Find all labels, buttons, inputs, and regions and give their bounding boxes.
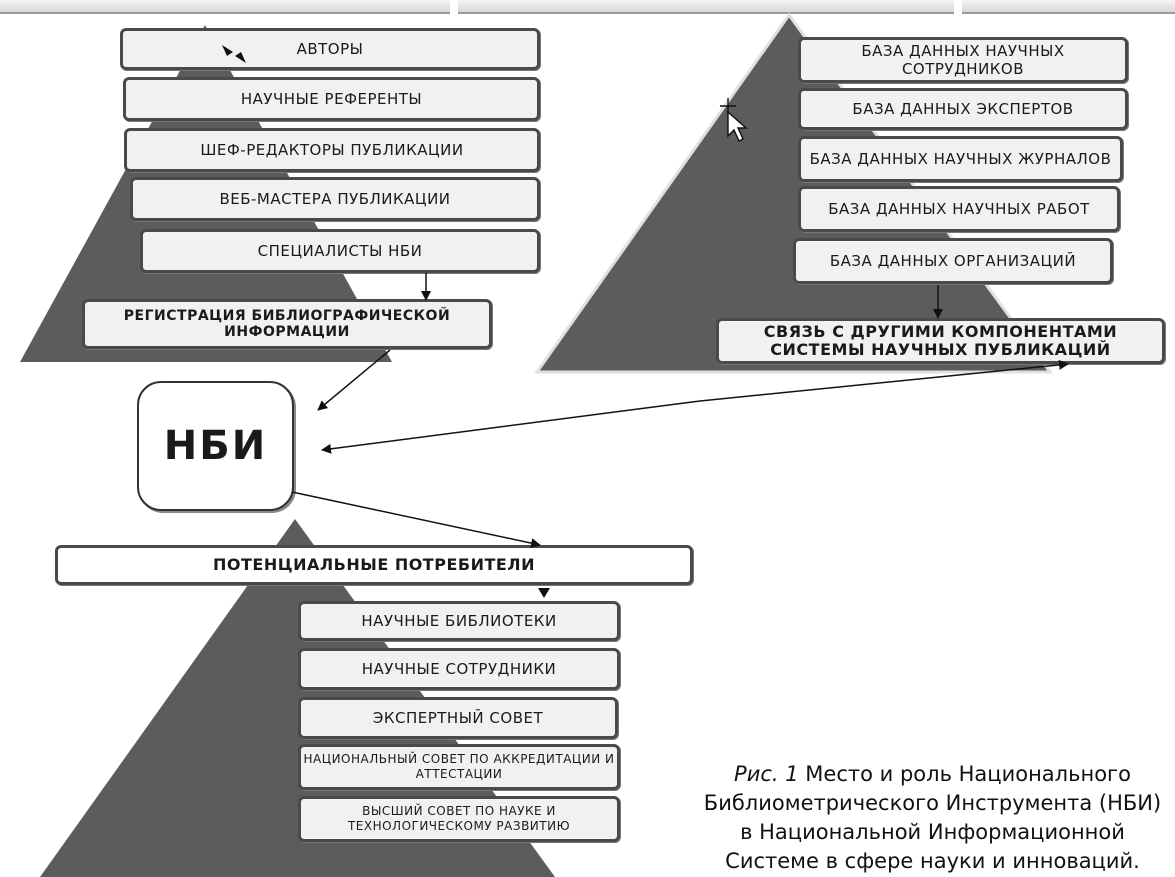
mouse-pointer-icon	[720, 98, 748, 142]
box-scientific-libraries: НАУЧНЫЕ БИБЛИОТЕКИ	[298, 601, 620, 641]
box-scientific-libraries-label: НАУЧНЫЕ БИБЛИОТЕКИ	[361, 612, 557, 630]
box-db-journals: БАЗА ДАННЫХ НАУЧНЫХ ЖУРНАЛОВ	[798, 136, 1123, 182]
box-scientific-referees: НАУЧНЫЕ РЕФЕРЕНТЫ	[123, 77, 540, 121]
box-scientific-staff: НАУЧНЫЕ СОТРУДНИКИ	[298, 648, 620, 690]
box-link-other-components: СВЯЗЬ С ДРУГИМИ КОМПОНЕНТАМИ СИСТЕМЫ НАУ…	[716, 318, 1165, 364]
box-bibliographic-registration-label: РЕГИСТРАЦИЯ БИБЛИОГРАФИЧЕСКОЙ ИНФОРМАЦИИ	[123, 308, 451, 340]
box-bibliographic-registration: РЕГИСТРАЦИЯ БИБЛИОГРАФИЧЕСКОЙ ИНФОРМАЦИИ	[82, 299, 492, 349]
caption-line-4: Системе в сфере науки и инноваций.	[725, 849, 1140, 873]
box-national-accreditation-council: НАЦИОНАЛЬНЫЙ СОВЕТ ПО АККРЕДИТАЦИИ И АТТ…	[298, 744, 620, 790]
window-top-strip-left	[0, 0, 450, 14]
caption-line-3: в Национальной Информационной	[740, 820, 1125, 844]
box-chief-editors-label: ШЕФ-РЕДАКТОРЫ ПУБЛИКАЦИИ	[200, 141, 464, 159]
box-expert-council: ЭКСПЕРТНЫЙ СОВЕТ	[298, 697, 618, 739]
caption-line-2: Библиометрического Инструмента (НБИ)	[703, 791, 1162, 815]
box-authors-label: АВТОРЫ	[296, 40, 364, 58]
box-chief-editors: ШЕФ-РЕДАКТОРЫ ПУБЛИКАЦИИ	[124, 128, 540, 172]
box-db-organizations: БАЗА ДАННЫХ ОРГАНИЗАЦИЙ	[793, 238, 1113, 284]
box-webmasters-label: ВЕБ-МАСТЕРА ПУБЛИКАЦИИ	[219, 190, 451, 208]
box-db-works-label: БАЗА ДАННЫХ НАУЧНЫХ РАБОТ	[828, 200, 1090, 218]
window-top-strip-right	[962, 0, 1175, 14]
box-db-journals-label: БАЗА ДАННЫХ НАУЧНЫХ ЖУРНАЛОВ	[809, 150, 1112, 168]
caption-figure-number: Рис. 1	[734, 762, 799, 786]
box-db-researchers-label: БАЗА ДАННЫХ НАУЧНЫХ СОТРУДНИКОВ	[861, 42, 1065, 78]
arrow-nbi-to-consumers	[291, 491, 541, 549]
caption-line-1: Рис. 1 Место и роль Национального	[690, 760, 1175, 789]
box-scientific-referees-label: НАУЧНЫЕ РЕФЕРЕНТЫ	[240, 90, 423, 108]
box-db-experts-label: БАЗА ДАННЫХ ЭКСПЕРТОВ	[852, 100, 1074, 118]
box-potential-consumers-label: ПОТЕНЦИАЛЬНЫЕ ПОТРЕБИТЕЛИ	[213, 555, 535, 574]
box-higher-council-science-label: ВЫСШИЙ СОВЕТ ПО НАУКЕ И ТЕХНОЛОГИЧЕСКОМУ…	[347, 804, 571, 833]
box-potential-consumers: ПОТЕНЦИАЛЬНЫЕ ПОТРЕБИТЕЛИ	[55, 545, 693, 585]
arrow-link-to-nbi	[321, 400, 701, 454]
window-top-strip-middle	[458, 0, 954, 14]
figure-caption: Рис. 1 Место и роль Национального Библио…	[690, 760, 1175, 876]
box-db-works: БАЗА ДАННЫХ НАУЧНЫХ РАБОТ	[798, 186, 1120, 232]
nbi-center-box: НБИ	[137, 381, 294, 511]
arrow-head-into-consumers	[538, 588, 550, 598]
box-authors: АВТОРЫ	[120, 28, 540, 70]
arrow-registration-to-nbi	[317, 349, 391, 411]
cursor-resize-icon	[222, 45, 246, 63]
box-nbi-specialists: СПЕЦИАЛИСТЫ НБИ	[140, 229, 540, 273]
box-webmasters: ВЕБ-МАСТЕРА ПУБЛИКАЦИИ	[130, 177, 540, 221]
box-scientific-staff-label: НАУЧНЫЕ СОТРУДНИКИ	[361, 660, 557, 678]
box-db-experts: БАЗА ДАННЫХ ЭКСПЕРТОВ	[798, 88, 1128, 130]
box-link-other-components-label: СВЯЗЬ С ДРУГИМИ КОМПОНЕНТАМИ СИСТЕМЫ НАУ…	[763, 322, 1118, 359]
nbi-center-label: НБИ	[163, 423, 268, 469]
box-expert-council-label: ЭКСПЕРТНЫЙ СОВЕТ	[372, 709, 544, 727]
box-national-accreditation-council-label: НАЦИОНАЛЬНЫЙ СОВЕТ ПО АККРЕДИТАЦИИ И АТТ…	[303, 752, 615, 781]
arrow-nbi-to-link	[699, 359, 1069, 402]
box-nbi-specialists-label: СПЕЦИАЛИСТЫ НБИ	[257, 242, 423, 260]
caption-line-1-text: Место и роль Национального	[798, 762, 1131, 786]
box-db-researchers: БАЗА ДАННЫХ НАУЧНЫХ СОТРУДНИКОВ	[798, 37, 1128, 83]
box-higher-council-science: ВЫСШИЙ СОВЕТ ПО НАУКЕ И ТЕХНОЛОГИЧЕСКОМУ…	[298, 796, 620, 842]
box-db-organizations-label: БАЗА ДАННЫХ ОРГАНИЗАЦИЙ	[829, 252, 1077, 270]
